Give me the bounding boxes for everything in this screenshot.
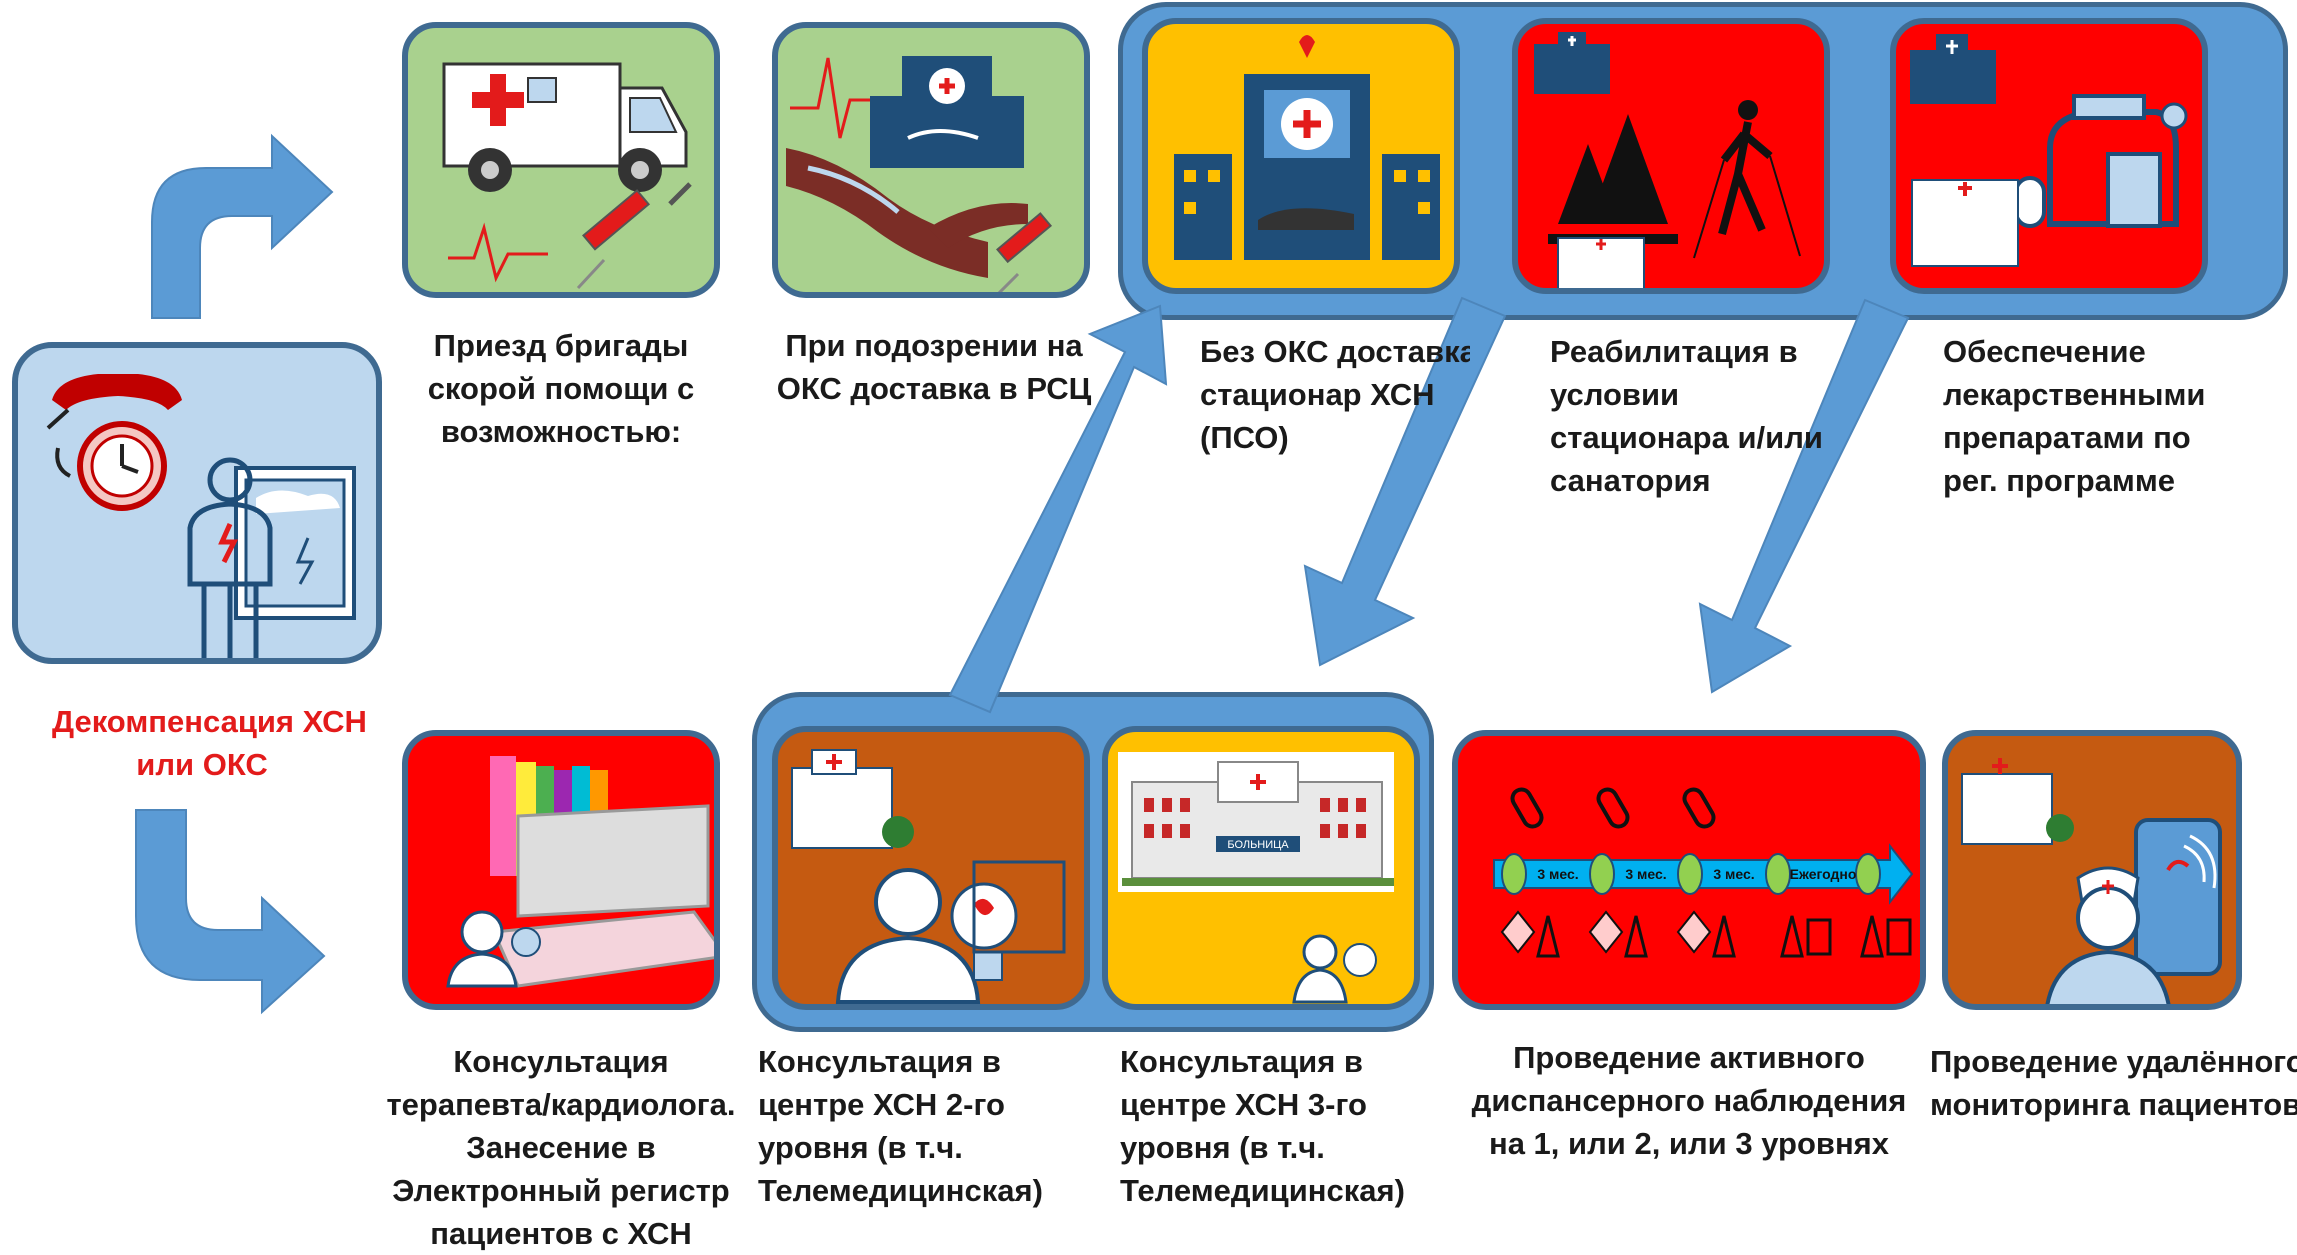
therapist-card: [402, 730, 720, 1010]
ambulance-icon: [442, 62, 688, 192]
rsc-card: [772, 22, 1090, 298]
level3-card: БОЛЬНИЦА: [1102, 726, 1420, 1010]
clock-icon: [77, 421, 167, 511]
diagonal-arrow-down-left-icon: [1303, 296, 1507, 667]
diagonal-arrow-up-icon: [948, 304, 1168, 714]
level3-caption: Консультация в центре ХСН 3-го уровня (в…: [1120, 1044, 1405, 1208]
nurse-icon: [2045, 866, 2171, 1004]
level2-card: [772, 726, 1090, 1010]
smartphone-icon: [2134, 818, 2222, 976]
hospital-icon: [1961, 758, 2074, 845]
doctor-icon: [446, 910, 541, 988]
hospital-icon: [1174, 35, 1440, 260]
rsc-caption: При подозрении на ОКС доставка в РСЦ: [776, 328, 1092, 406]
hospital-icon: [791, 749, 914, 849]
large-hospital-icon: БОЛЬНИЦА: [1122, 761, 1394, 886]
artery-icon: [786, 148, 1028, 278]
drugs-card: [1890, 18, 2208, 294]
patient-icon: [187, 457, 273, 658]
svg-text:3 мес.: 3 мес.: [1625, 866, 1666, 882]
remote-caption: Проведение удалённого мониторинга пациен…: [1930, 1044, 2297, 1122]
flow-arrows: [135, 133, 1910, 1015]
laptop-icon: [491, 804, 714, 988]
therapist-caption: Консультация терапевта/кардиолога. Занес…: [386, 1044, 736, 1251]
small-hospital-icon: [1557, 237, 1645, 288]
dispensary-caption: Проведение активного диспансерного наблю…: [1471, 1040, 1907, 1161]
svg-text:3 мес.: 3 мес.: [1537, 866, 1578, 882]
trees-icon: [1548, 114, 1678, 244]
pso-caption: Без ОКС доставка в стационар ХСН (ПСО): [1200, 334, 1470, 455]
ecg-icon: [448, 222, 548, 283]
bent-arrow-up-icon: [151, 133, 334, 319]
svg-text:3 мес.: 3 мес.: [1713, 866, 1754, 882]
ambulance-card: [402, 22, 720, 298]
doctor-icon: [1292, 934, 1377, 1004]
svg-text:БОЛЬНИЦА: БОЛЬНИЦА: [1227, 839, 1289, 851]
medical-kit-icon: [1500, 910, 1912, 958]
building-outline-icon: [972, 860, 1066, 954]
nordic-walker-icon: [1693, 100, 1801, 259]
diagonal-arrow-down-right-icon: [1698, 298, 1910, 694]
level2-caption: Консультация в центре ХСН 2-го уровня (в…: [758, 1044, 1043, 1208]
telephone-icon: [46, 374, 182, 478]
syringe-icon: [996, 212, 1053, 292]
pso-card: [1142, 18, 1460, 294]
syringe-icon: [576, 182, 692, 290]
hospital-icon: [1910, 34, 1996, 104]
remote-card: [1942, 730, 2242, 1010]
timeline: 3 мес. 3 мес. 3 мес. Ежегодно: [1493, 843, 1914, 905]
decompensation-card: [12, 342, 382, 664]
ambulance-caption: Приезд бригады скорой помощи с возможнос…: [427, 328, 695, 449]
rehab-caption: Реабилитация в условии стационара и/или …: [1550, 334, 1823, 498]
pill-icon: [1510, 787, 1716, 829]
ecg-icon: [790, 57, 888, 139]
decompensation-caption: Декомпенсация ХСН или ОКС: [52, 704, 367, 782]
dispensary-card: 3 мес. 3 мес. 3 мес. Ежегодно: [1452, 730, 1926, 1010]
hospital-icon: [870, 56, 1024, 168]
svg-text:Ежегодно: Ежегодно: [1790, 866, 1857, 882]
bent-arrow-down-icon: [135, 809, 326, 1015]
drugs-caption: Обеспечение лекарственными препаратами п…: [1943, 334, 2206, 498]
small-hospital-icon: [1911, 179, 2019, 267]
rehab-card: [1512, 18, 1830, 294]
doctor-icon: [835, 868, 1018, 1004]
medicine-bottles-icon: [2014, 94, 2188, 228]
hospital-icon: [1534, 32, 1610, 94]
